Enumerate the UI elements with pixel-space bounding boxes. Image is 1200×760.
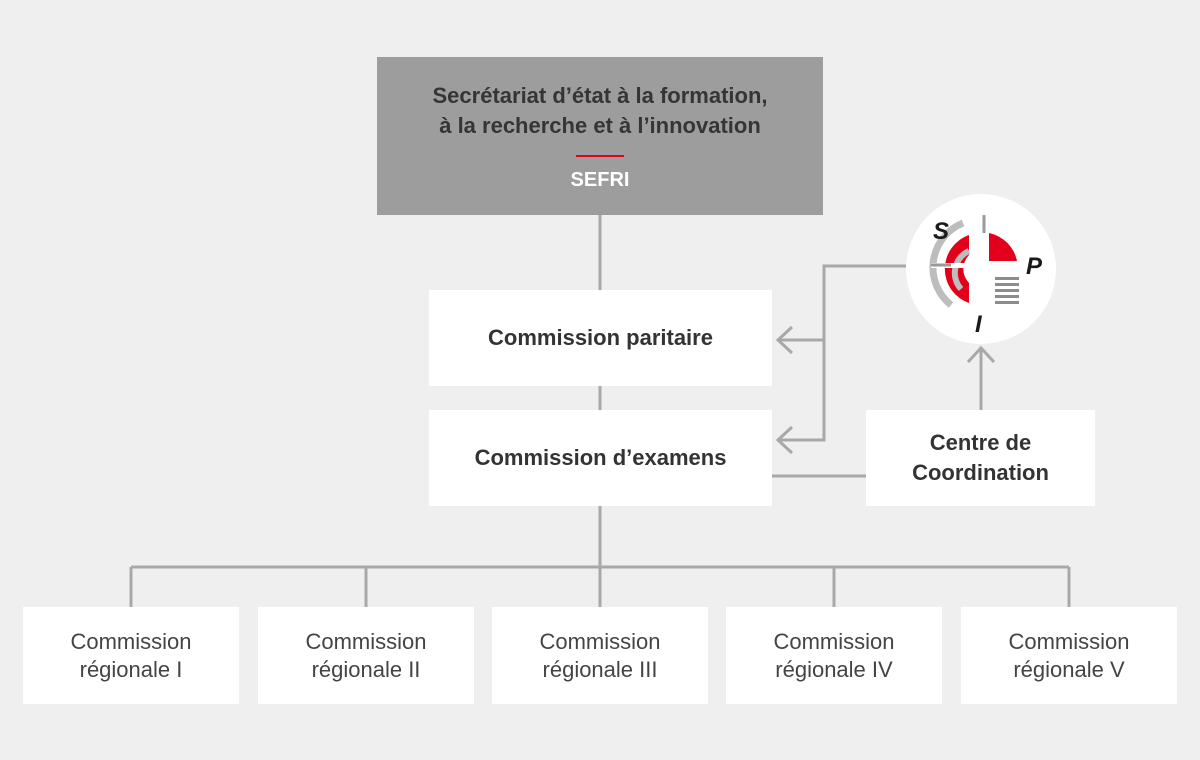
sefri-box: Secrétariat d’état à la formation, à la … [377,57,823,215]
logo-crosshair-horizontal [931,263,1023,268]
logo-letter-i: I [975,311,983,338]
spi-logo: S P I [906,194,1056,344]
arrowhead-logo [966,345,996,364]
sefri-red-divider [576,154,624,157]
commission-regionale-1-box: Commission régionale I [23,607,239,704]
regional-5-line1: Commission [1008,628,1130,654]
commission-regionale-5-box: Commission régionale V [961,607,1177,704]
regional-4-line2: régionale IV [775,656,893,682]
regional-2-line1: Commission [305,628,427,654]
regional-1-line2: régionale I [79,656,183,682]
centre-coordination-box: Centre de Coordination [866,410,1095,506]
logo-letter-s: S [933,218,949,245]
commission-regionale-3-box: Commission régionale III [492,607,708,704]
commission-regionale-2-box: Commission régionale II [258,607,474,704]
logo-red-upper-right [989,233,1017,261]
arrowhead-examens [775,425,794,455]
logo-text-lines-icon [995,277,1019,304]
regional-5-line2: régionale V [1013,656,1125,682]
commission-examens-box: Commission d’examens [429,410,772,506]
connector-logo-feedback [778,264,906,442]
commission-paritaire-box: Commission paritaire [429,290,772,386]
sefri-title: Secrétariat d’état à la formation, à la … [433,81,768,141]
regional-1-line1: Commission [70,628,192,654]
logo-gray-arc-outer [929,219,965,308]
regional-3-line2: régionale III [542,656,658,682]
centre-coordination-line1: Centre de [929,430,1032,455]
sefri-title-line2: à la recherche et à l’innovation [439,112,761,138]
regional-2-line2: régionale II [311,656,421,682]
centre-coordination-line2: Coordination [912,460,1049,485]
commission-regionale-4-box: Commission régionale IV [726,607,942,704]
commission-examens-label: Commission d’examens [474,445,727,470]
regional-4-line1: Commission [773,628,895,654]
regional-3-line1: Commission [539,628,661,654]
logo-letter-p: P [1026,253,1043,280]
sefri-title-line1: Secrétariat d’état à la formation, [432,82,768,108]
commission-paritaire-label: Commission paritaire [488,325,713,350]
arrowhead-paritaire [775,325,794,355]
sefri-abbreviation: SEFRI [570,168,630,191]
